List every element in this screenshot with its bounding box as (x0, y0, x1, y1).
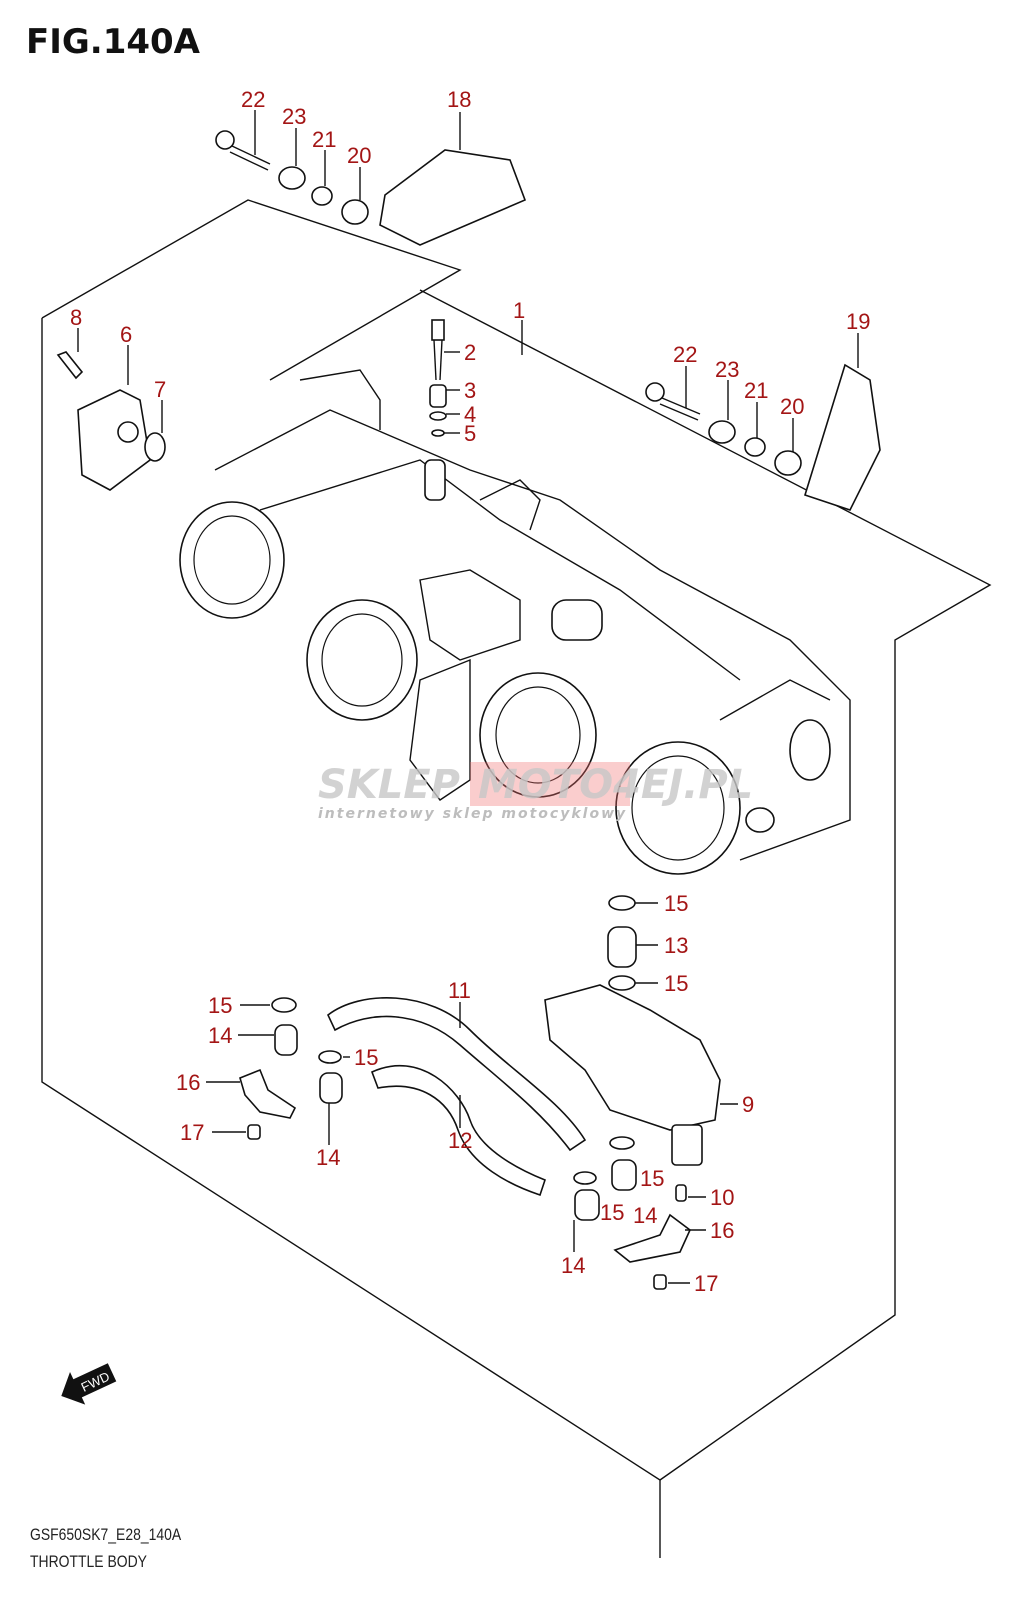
callout-5: 5 (464, 421, 476, 446)
callout-1: 1 (513, 298, 525, 323)
callout-3: 3 (464, 378, 476, 403)
callout-22-right: 22 (673, 342, 697, 367)
throttle-body-assembly (179, 369, 851, 875)
lower-components (239, 895, 721, 1290)
callout-15-left: 15 (208, 993, 232, 1018)
callout-15-top: 15 (664, 891, 688, 916)
callout-14-bottom: 14 (561, 1253, 585, 1278)
callout-16-right: 16 (710, 1218, 734, 1243)
leader-lines (77, 110, 859, 1284)
callout-15-mid: 15 (664, 971, 688, 996)
watermark-tagline: internetowy sklep motocyklowy (318, 806, 627, 822)
callout-20-right: 20 (780, 394, 804, 419)
pilot-screw-stack (429, 319, 447, 437)
callout-7: 7 (154, 377, 166, 402)
throttle-position-sensor (56, 351, 166, 491)
callout-8: 8 (70, 305, 82, 330)
callout-4: 4 (464, 402, 476, 427)
top-bracket-set (215, 130, 527, 246)
callout-9: 9 (742, 1092, 754, 1117)
callout-2: 2 (464, 340, 476, 365)
callout-13: 13 (664, 933, 688, 958)
callout-19: 19 (846, 309, 870, 334)
figure-code: GSF650SK7_E28_140A (30, 1525, 182, 1544)
callout-21-top: 21 (312, 127, 336, 152)
callout-17-right: 17 (694, 1271, 718, 1296)
callout-22-top: 22 (241, 87, 265, 112)
watermark-brand-right: MOTO4EJ.PL (478, 762, 753, 808)
callout-15-right: 15 (640, 1166, 664, 1191)
callout-20-top: 20 (347, 143, 371, 168)
figure-title: FIG.140A (26, 22, 200, 62)
callout-17-left: 17 (180, 1120, 204, 1145)
callout-14-right: 14 (633, 1203, 657, 1228)
figure-name: THROTTLE BODY (30, 1552, 147, 1571)
callout-14-left: 14 (208, 1023, 232, 1048)
callout-18: 18 (447, 87, 471, 112)
callout-15-center: 15 (354, 1045, 378, 1070)
fwd-arrow-icon: FWD (61, 1363, 117, 1405)
watermark-brand-left: SKLEP (318, 762, 460, 808)
callout-12: 12 (448, 1128, 472, 1153)
callout-11: 11 (448, 978, 471, 1003)
watermark-accent (470, 762, 630, 806)
callout-10: 10 (710, 1185, 734, 1210)
callout-15-lower: 15 (600, 1200, 624, 1225)
callout-16-left: 16 (176, 1070, 200, 1095)
callout-14-center: 14 (316, 1145, 340, 1170)
assembly-outline (41, 199, 992, 1558)
callout-6: 6 (120, 322, 132, 347)
callout-21-right: 21 (744, 378, 768, 403)
watermark: SKLEP MOTO4EJ.PL internetowy sklep motoc… (318, 762, 753, 822)
right-bracket-set (645, 363, 881, 511)
callout-23-right: 23 (715, 357, 739, 382)
callout-23-top: 23 (282, 104, 306, 129)
callout-labels: 1 2 3 4 5 6 7 8 9 10 11 12 13 14 14 14 1… (70, 87, 870, 1296)
